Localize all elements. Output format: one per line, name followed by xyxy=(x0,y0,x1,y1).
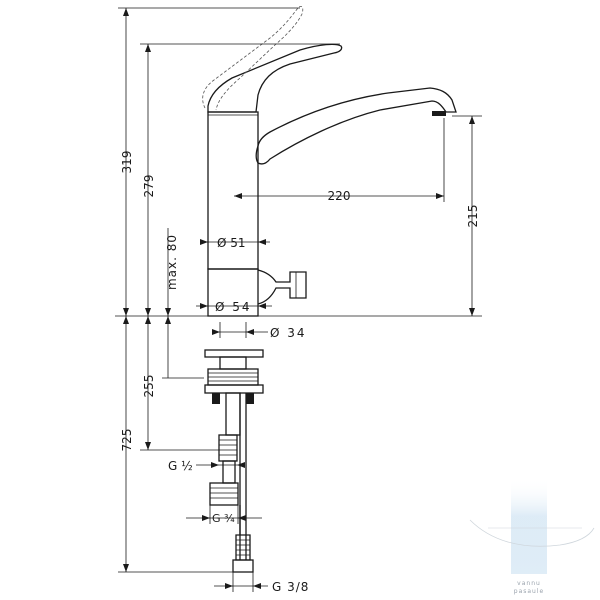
label-g-half: G ½ xyxy=(168,459,193,473)
watermark-text-2: pasaule xyxy=(514,588,544,595)
mounting-assembly xyxy=(204,349,264,404)
label-d34: Ø 34 xyxy=(270,326,307,340)
watermark-text-1: vannu xyxy=(517,580,541,587)
watermark-logo: vannu pasaule xyxy=(469,478,595,595)
dimension-lines xyxy=(118,7,482,592)
label-g-three-eighths: G 3/8 xyxy=(272,580,309,594)
label-279: 279 xyxy=(142,175,156,198)
spout xyxy=(255,87,457,165)
lever-handle-raised xyxy=(202,6,304,111)
side-valve xyxy=(257,269,307,305)
label-725: 725 xyxy=(120,429,134,452)
supply-hoses xyxy=(209,392,254,573)
label-d54: Ø 54 xyxy=(215,300,252,314)
label-220: 220 xyxy=(328,189,351,203)
label-d51: Ø 51 xyxy=(217,236,246,250)
label-255: 255 xyxy=(142,375,156,398)
label-g-three-quarter: G ¾ xyxy=(212,512,235,525)
spout-aerator xyxy=(432,111,446,116)
label-215: 215 xyxy=(466,205,480,228)
label-max-80: max. 80 xyxy=(165,234,179,290)
label-319: 319 xyxy=(120,151,134,174)
faucet-body xyxy=(207,111,259,317)
lever-handle xyxy=(207,43,343,113)
dimension-labels: 319 279 725 255 max. 80 220 215 Ø 51 Ø 5… xyxy=(120,151,480,594)
